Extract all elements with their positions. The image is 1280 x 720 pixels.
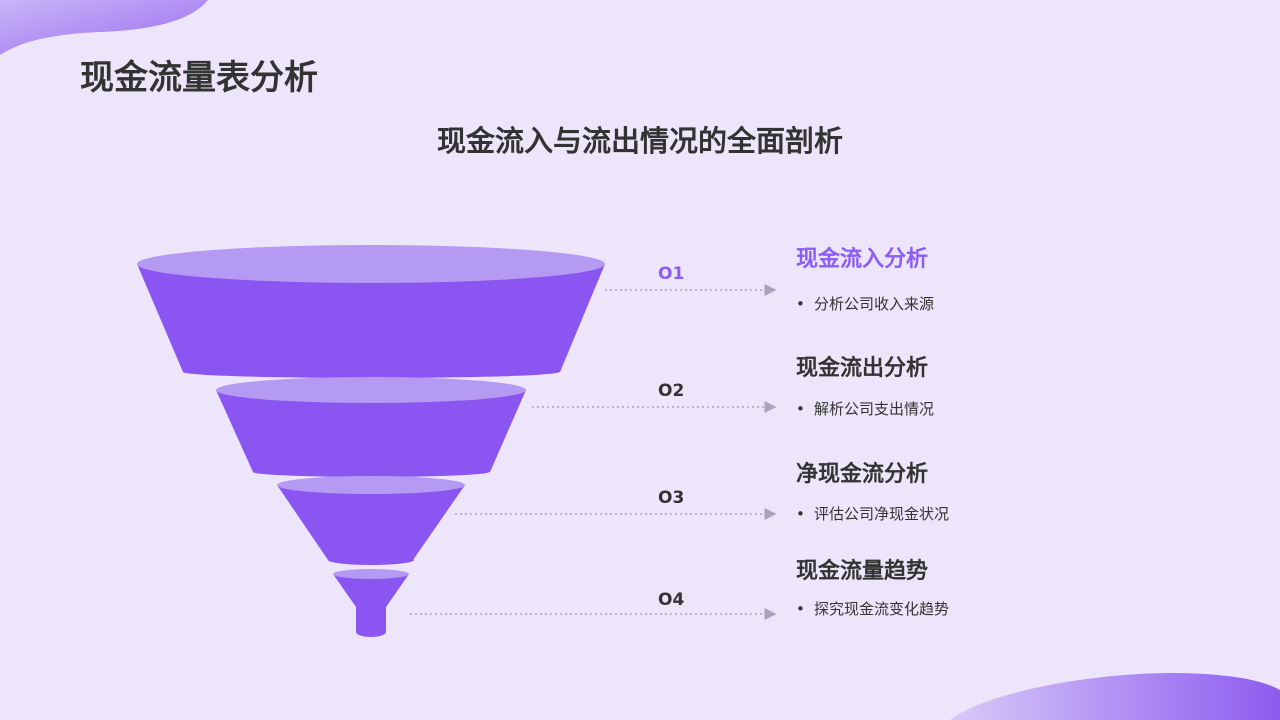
step-bullet-1: • 分析公司收入来源 xyxy=(796,294,934,314)
bullet-dot: • xyxy=(796,400,805,418)
step-bullet-text-2: 解析公司支出情况 xyxy=(814,400,935,418)
funnel-tier-2 xyxy=(216,377,526,477)
bullet-dot: • xyxy=(796,505,805,523)
funnel-tier-4 xyxy=(333,569,409,637)
funnel-tier-1 xyxy=(137,245,605,378)
step-number-3: O3 xyxy=(658,488,685,508)
step-bullet-2: • 解析公司支出情况 xyxy=(796,399,934,419)
step-title-2: 现金流出分析 xyxy=(796,356,929,381)
bullet-dot: • xyxy=(796,600,805,618)
bottom-right-blob xyxy=(950,672,1280,720)
step-bullet-text-1: 分析公司收入来源 xyxy=(814,295,935,313)
funnel-tier-3 xyxy=(277,476,465,565)
page-title: 现金流量表分析 xyxy=(80,58,318,98)
step-number-2: O2 xyxy=(658,381,685,401)
step-bullet-text-3: 评估公司净现金状况 xyxy=(814,505,950,523)
top-left-blob xyxy=(0,0,208,55)
step-number-4: O4 xyxy=(658,590,685,610)
page-subtitle: 现金流入与流出情况的全面剖析 xyxy=(436,124,843,158)
step-title-1: 现金流入分析 xyxy=(796,247,929,272)
step-title-4: 现金流量趋势 xyxy=(796,559,929,584)
step-title-3: 净现金流分析 xyxy=(796,462,929,487)
step-bullet-4: • 探究现金流变化趋势 xyxy=(796,599,949,619)
step-number-1: O1 xyxy=(658,264,685,284)
step-bullet-3: • 评估公司净现金状况 xyxy=(796,504,949,524)
step-bullet-text-4: 探究现金流变化趋势 xyxy=(814,600,950,618)
bullet-dot: • xyxy=(796,295,805,313)
